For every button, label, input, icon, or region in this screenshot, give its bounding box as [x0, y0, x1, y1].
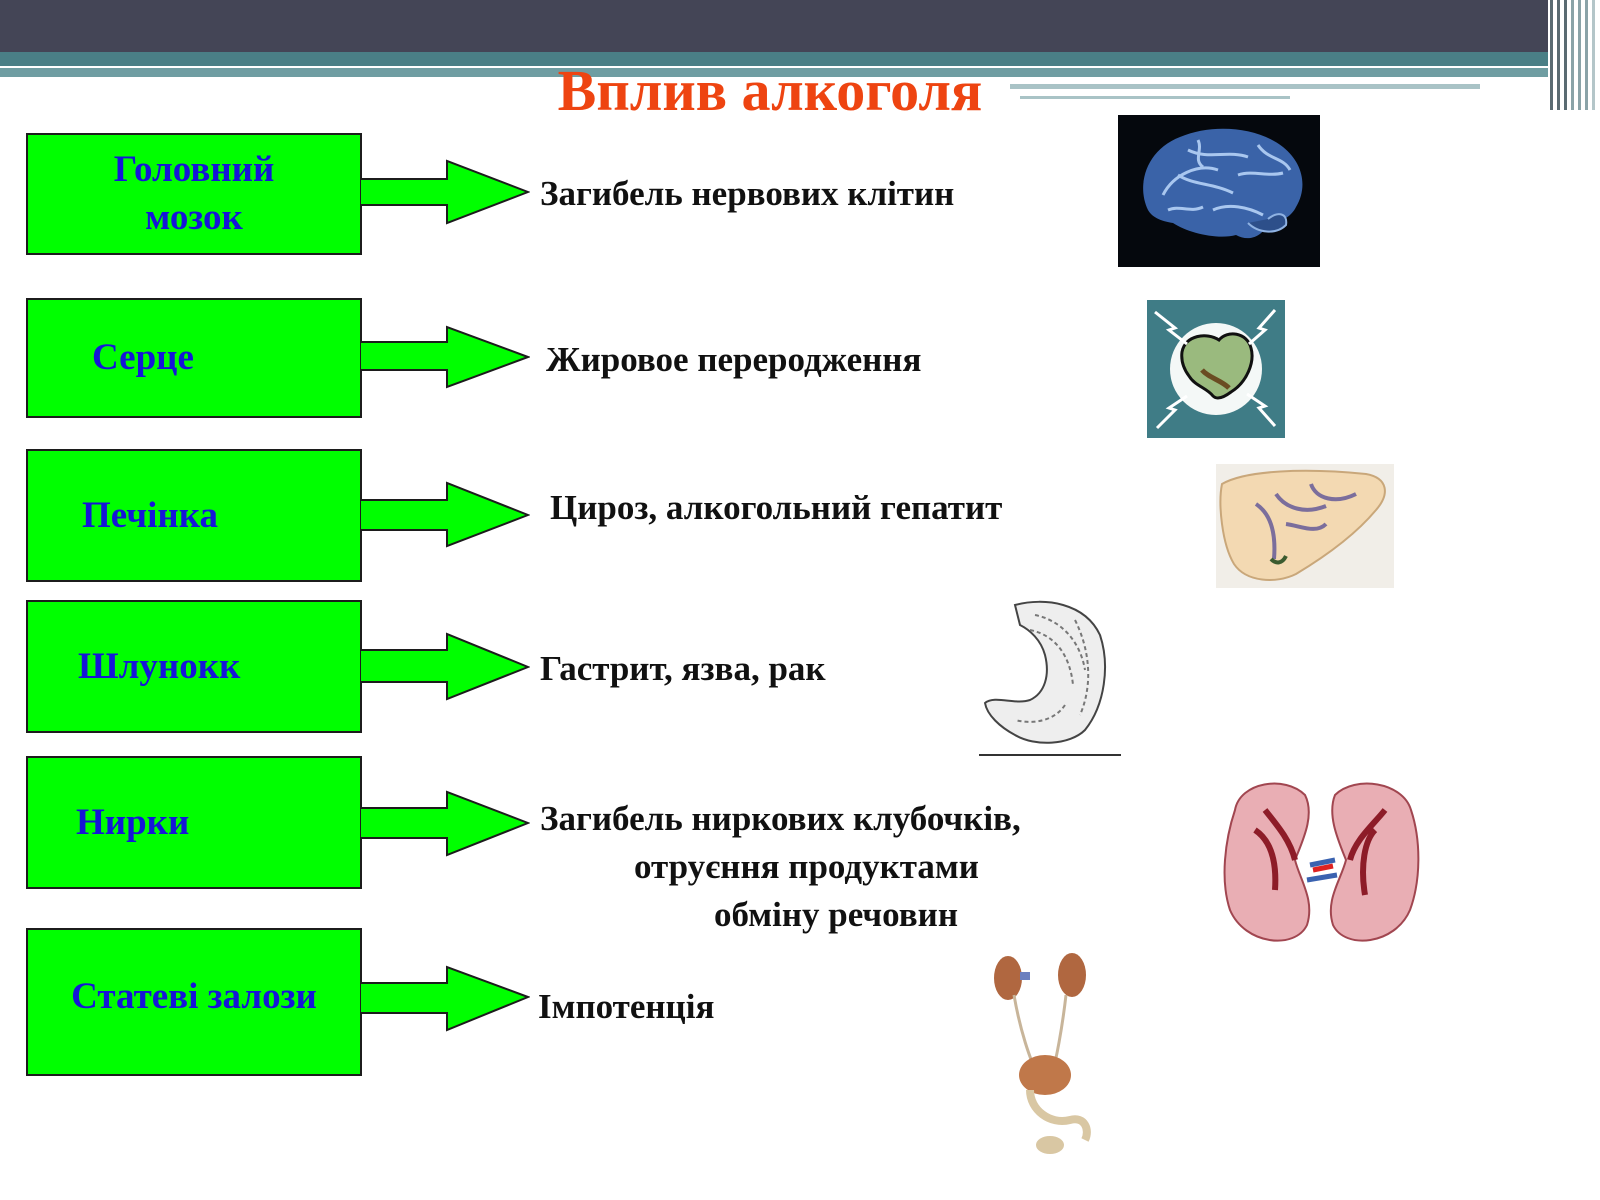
organ-label-kidneys: Нирки	[76, 801, 190, 843]
header-accent-line	[1010, 84, 1480, 89]
organ-box-stomach: Шлунокк	[26, 600, 362, 733]
heart-icon	[1147, 300, 1285, 438]
organ-label-heart: Серце	[92, 337, 194, 378]
slide-title: Вплив алкоголя	[557, 58, 983, 123]
arrow-stomach	[360, 632, 530, 701]
effect-brain: Загибель нервових клітин	[540, 174, 955, 213]
stomach-icon	[975, 595, 1125, 760]
arrow-brain	[360, 159, 530, 225]
effect-kidneys-line-3: обміну речовин	[714, 895, 959, 934]
brain-icon	[1118, 115, 1320, 267]
organ-box-kidneys: Нирки	[26, 756, 362, 889]
organ-box-brain: Головний мозок	[26, 133, 362, 255]
reproductive-organs-icon	[990, 950, 1110, 1160]
header-accent-line-short	[1020, 96, 1290, 99]
arrow-reproductive	[360, 965, 530, 1032]
effect-heart: Жировое переродження	[546, 340, 922, 379]
organ-label-reproductive: Статеві залози	[71, 976, 317, 1017]
organ-box-reproductive: Статеві залози	[26, 928, 362, 1076]
effect-reproductive: Імпотенція	[538, 987, 715, 1026]
header-teal-band	[0, 52, 1560, 66]
arrow-heart	[360, 325, 530, 389]
header-teal-line	[0, 68, 1560, 77]
organ-box-liver: Печінка	[26, 449, 362, 582]
header-stripes	[1548, 0, 1600, 110]
organ-label-brain: Головний мозок	[113, 149, 275, 238]
kidney-icon	[1215, 770, 1427, 955]
organ-label-stomach: Шлунокк	[78, 645, 241, 687]
liver-icon	[1216, 464, 1394, 588]
effect-liver: Цироз, алкогольний гепатит	[550, 488, 1003, 527]
organ-box-heart: Серце	[26, 298, 362, 418]
arrow-kidneys	[360, 790, 530, 857]
header-bar	[0, 0, 1600, 52]
organ-label-liver: Печінка	[82, 494, 219, 536]
effect-stomach: Гастрит, язва, рак	[540, 649, 826, 688]
effect-kidneys-line-1: Загибель ниркових клубочків,	[540, 799, 1021, 838]
effect-kidneys-line-2: отруєння продуктами	[634, 847, 979, 886]
arrow-liver	[360, 481, 530, 548]
